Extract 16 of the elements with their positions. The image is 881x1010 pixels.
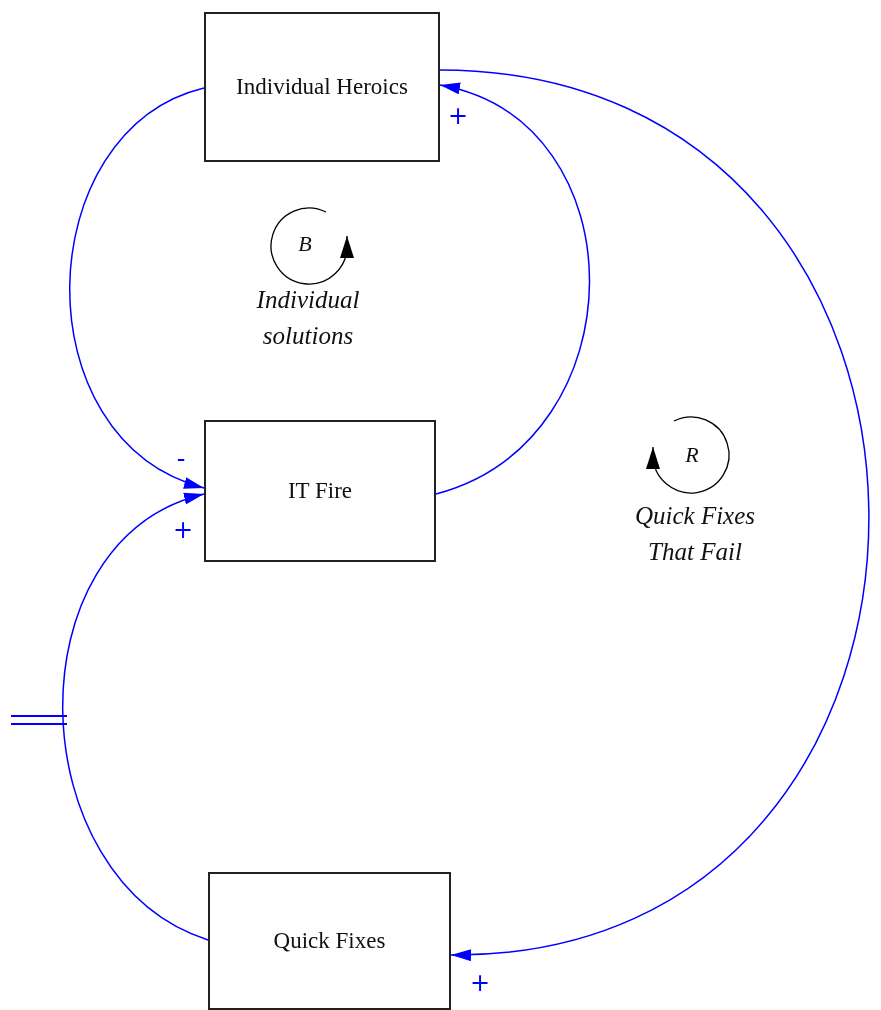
stock-box <box>208 872 451 1010</box>
node-label: IT Fire <box>287 478 353 504</box>
loop-type-letter: R <box>685 442 699 468</box>
loop-name: Individual solutions <box>255 285 361 351</box>
loop-name: Quick Fixes That Fail <box>633 501 757 567</box>
arrow <box>62 493 209 941</box>
node-label: Quick Fixes <box>273 928 386 954</box>
stock-box <box>204 420 436 562</box>
node-label: Individual Heroics <box>236 74 408 100</box>
polarity-sign: + <box>469 972 491 994</box>
loop-type-letter: B <box>298 231 312 257</box>
polarity-sign: + <box>447 105 469 127</box>
arrow <box>435 84 591 495</box>
polarity-sign: + <box>172 519 194 541</box>
arrow <box>69 87 205 489</box>
stock-box <box>204 12 440 162</box>
